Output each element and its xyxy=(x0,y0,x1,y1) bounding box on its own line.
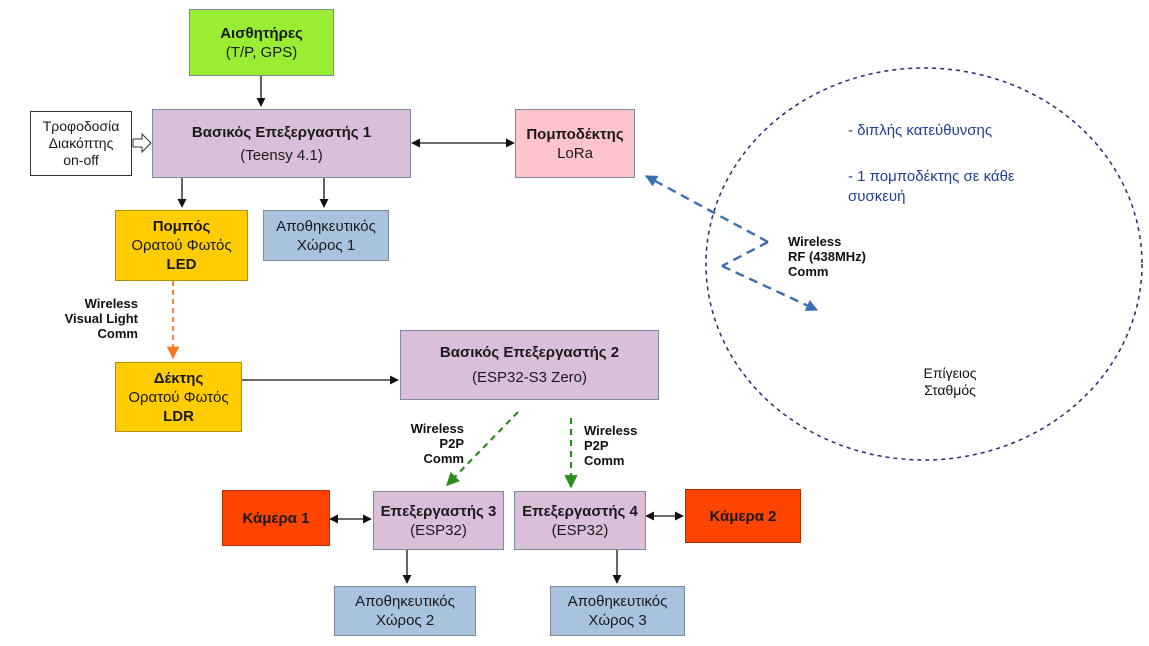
arrow-p2p-left xyxy=(446,411,519,486)
power-line2: Διακόπτης xyxy=(48,135,114,151)
power-line3: on-off xyxy=(63,152,99,168)
cam1-title: Κάμερα 1 xyxy=(242,509,310,527)
storage3-line1: Αποθηκευτικός xyxy=(567,593,668,610)
power-input-arrow xyxy=(132,132,152,154)
transmitter-box: Πομπός Ορατού Φωτός LED xyxy=(115,210,248,281)
storage-3-box: Αποθηκευτικός Χώρος 3 xyxy=(550,586,685,636)
ground-station-note-1: - διπλής κατεύθυνσης xyxy=(848,121,1108,141)
ground-station-name-line2: Σταθμός xyxy=(924,382,976,398)
vlc-label-line2: Visual Light xyxy=(64,311,138,326)
rf-label-line3: Comm xyxy=(788,264,829,279)
sensors-sub: (T/P, GPS) xyxy=(225,43,298,61)
power-box: Τροφοδοσία Διακόπτης on-off xyxy=(30,111,132,176)
rf-label: Wireless RF (438MHz) Comm xyxy=(788,234,898,279)
main-processor-1-box: Βασικός Επεξεργαστής 1 (Teensy 4.1) xyxy=(152,109,411,178)
ground-station-name: Επίγειος Σταθμός xyxy=(900,365,1000,399)
power-line1: Τροφοδοσία xyxy=(42,118,120,134)
transmitter-line2: Ορατού Φωτός xyxy=(131,237,232,254)
storage-1-box: Αποθηκευτικός Χώρος 1 xyxy=(263,210,389,261)
receiver-box: Δέκτης Ορατού Φωτός LDR xyxy=(115,362,242,432)
storage3-line2: Χώρος 3 xyxy=(588,612,647,629)
transmitter-title: Πομπός xyxy=(152,218,211,235)
storage-2-box: Αποθηκευτικός Χώρος 2 xyxy=(334,586,476,636)
rf-label-line2: RF (438MHz) xyxy=(788,249,867,264)
p2p-left-label: Wireless P2P Comm xyxy=(392,421,464,466)
processor-4-box: Επεξεργαστής 4 (ESP32) xyxy=(514,491,646,550)
proc3-title: Επεξεργαστής 3 xyxy=(380,502,497,520)
vlc-label-line1: Wireless xyxy=(84,296,138,311)
storage1-line1: Αποθηκευτικός xyxy=(276,217,376,235)
receiver-line2: Ορατού Φωτός xyxy=(128,388,229,406)
rf-link-lower xyxy=(721,264,819,312)
transmitter-line3: LED xyxy=(166,256,197,273)
sensors-title: Αισθητήρες xyxy=(220,24,303,42)
ground-station-note-2: - 1 πομποδέκτης σε κάθε συσκευή xyxy=(848,167,1108,207)
cam2-title: Κάμερα 2 xyxy=(709,507,777,525)
main2-title: Βασικός Επεξεργαστής 2 xyxy=(439,344,620,361)
proc4-title: Επεξεργαστής 4 xyxy=(522,502,638,520)
main1-title: Βασικός Επεξεργαστής 1 xyxy=(191,123,372,141)
p2p-right-label: Wireless P2P Comm xyxy=(584,423,656,468)
ground-station-name-line1: Επίγειος xyxy=(923,365,977,381)
rf-label-line1: Wireless xyxy=(788,234,842,249)
main-processor-2-box: Βασικός Επεξεργαστής 2 (ESP32-S3 Zero) xyxy=(400,330,659,400)
camera-1-box: Κάμερα 1 xyxy=(222,490,330,546)
proc3-sub: (ESP32) xyxy=(410,521,467,539)
camera-2-box: Κάμερα 2 xyxy=(685,489,801,543)
proc4-sub: (ESP32) xyxy=(551,521,609,539)
p2p-right-line3: Comm xyxy=(584,453,625,468)
lora-sub: LoRa xyxy=(557,144,593,162)
processor-3-box: Επεξεργαστής 3 (ESP32) xyxy=(373,491,504,550)
note2-line1: - 1 πομποδέκτης σε κάθε xyxy=(848,168,1015,185)
p2p-left-line3: Comm xyxy=(423,451,464,466)
rf-link-upper xyxy=(644,174,769,244)
vlc-label-line3: Comm xyxy=(97,326,138,341)
note1-text: - διπλής κατεύθυνσης xyxy=(848,122,993,139)
storage2-line1: Αποθηκευτικός xyxy=(355,593,455,610)
main1-sub: (Teensy 4.1) xyxy=(240,146,323,164)
lora-title: Πομποδέκτης xyxy=(526,125,624,143)
storage2-line2: Χώρος 2 xyxy=(375,612,435,629)
lora-box: Πομποδέκτης LoRa xyxy=(515,109,635,178)
storage1-line2: Χώρος 1 xyxy=(296,236,356,254)
note2-line2: συσκευή xyxy=(848,188,906,205)
main2-sub: (ESP32-S3 Zero) xyxy=(471,369,588,386)
sensors-box: Αισθητήρες (T/P, GPS) xyxy=(189,9,334,76)
receiver-line3: LDR xyxy=(163,407,194,425)
p2p-right-line1: Wireless xyxy=(584,423,638,438)
receiver-title: Δέκτης xyxy=(153,369,204,387)
vlc-label: Wireless Visual Light Comm xyxy=(50,296,138,341)
rf-link-middle xyxy=(721,240,769,268)
ground-station-circle xyxy=(705,67,1143,461)
p2p-left-line2: P2P xyxy=(439,436,464,451)
p2p-right-line2: P2P xyxy=(584,438,609,453)
p2p-left-line1: Wireless xyxy=(410,421,464,436)
